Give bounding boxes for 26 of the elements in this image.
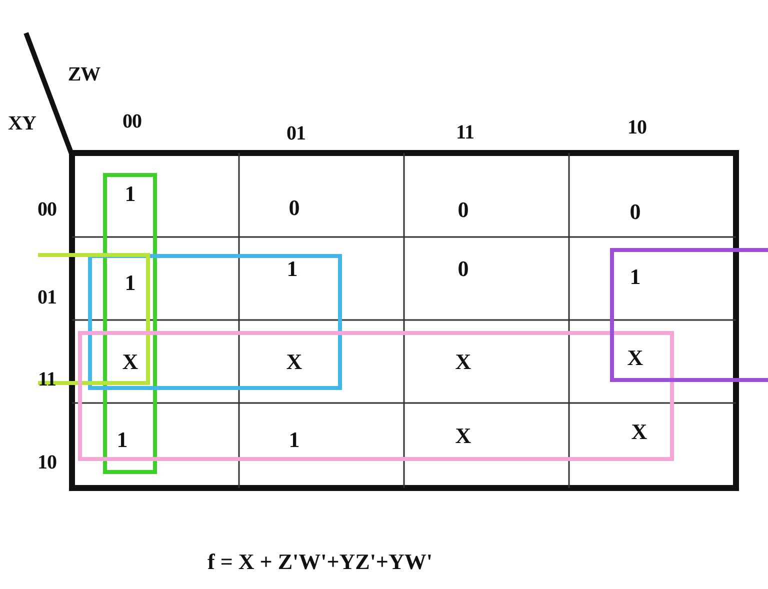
cell-value: 1	[116, 427, 128, 453]
axis-label: XY	[8, 112, 36, 136]
cell-value: X	[122, 349, 138, 375]
axis-label: ZW	[68, 64, 100, 86]
cell-value: 1	[124, 270, 136, 296]
cell-value: 0	[288, 195, 300, 221]
cell-value: 1	[630, 264, 640, 290]
column-header: 11	[456, 122, 474, 144]
column-header: 10	[628, 116, 646, 140]
cell-value: X	[286, 349, 302, 375]
column-header: 00	[122, 110, 142, 134]
cell-value: 0	[630, 199, 640, 225]
cell-value: 1	[124, 181, 136, 207]
column-header: 01	[286, 122, 306, 146]
cell-value: X	[631, 419, 647, 445]
row-header: 10	[38, 452, 56, 474]
cell-value: 1	[288, 427, 300, 453]
cell-value: 0	[458, 256, 468, 282]
cell-value: 1	[286, 256, 298, 282]
cell-value: 0	[458, 197, 468, 223]
row-header: 00	[38, 198, 56, 222]
cell-value: X	[627, 345, 643, 371]
cell-value: X	[455, 349, 471, 375]
cell-value: X	[455, 423, 471, 449]
row-header: 01	[38, 286, 56, 310]
boolean-expression: f = X + Z'W'+YZ'+YW'	[208, 549, 432, 575]
